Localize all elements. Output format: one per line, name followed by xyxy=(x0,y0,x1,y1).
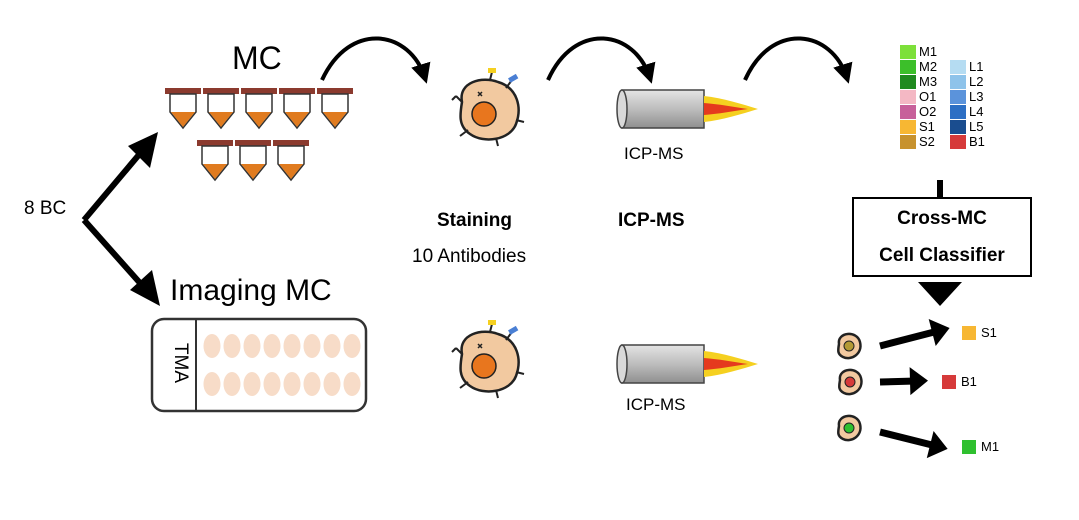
classified-cells xyxy=(836,318,950,459)
legend-swatch xyxy=(950,60,966,74)
legend-swatch xyxy=(950,120,966,134)
classification-arrow xyxy=(879,367,928,396)
result-swatch xyxy=(942,375,956,389)
tma-well xyxy=(283,372,301,396)
result-label: B1 xyxy=(961,374,977,389)
antibodies-label: 10 Antibodies xyxy=(412,246,527,267)
legend-swatch xyxy=(900,90,916,104)
legend-swatch xyxy=(900,75,916,89)
tube xyxy=(279,88,315,130)
icpms-step-label: ICP-MS xyxy=(618,210,685,231)
cross-mc-classifier-box: Cross-MC Cell Classifier xyxy=(852,197,1032,277)
tma-well xyxy=(343,334,361,358)
legend-swatch xyxy=(900,60,916,74)
legend-swatch xyxy=(900,105,916,119)
tma-well xyxy=(223,372,241,396)
bc-label: 8 BC xyxy=(24,198,67,219)
tma-well xyxy=(203,334,221,358)
tube xyxy=(203,88,239,130)
legend-label: L5 xyxy=(969,119,984,134)
legend-item: M1 xyxy=(900,45,937,59)
classifier-to-results-arrow xyxy=(918,282,962,306)
icpms-bottom-caption: ICP-MS xyxy=(626,395,686,414)
tma-well xyxy=(243,372,261,396)
tma-well xyxy=(263,334,281,358)
legend-item: B1 xyxy=(950,135,985,149)
stained-cell-top xyxy=(451,68,525,147)
imaging-mc-label: Imaging MC xyxy=(170,274,332,307)
legend-label: L4 xyxy=(969,104,984,119)
result-label: S1 xyxy=(981,325,997,340)
legend-swatch xyxy=(950,75,966,89)
legend-label: L3 xyxy=(969,89,984,104)
legend-label: O1 xyxy=(919,89,937,104)
classification-arrow xyxy=(879,428,948,459)
legend-label: B1 xyxy=(969,134,985,149)
classifier-title-line2: Cell Classifier xyxy=(879,245,1005,266)
branch-arrows xyxy=(81,132,160,306)
legend-item: M2 xyxy=(900,60,937,74)
legend-item: S1 xyxy=(900,120,935,134)
tube xyxy=(197,140,233,182)
legend-item: O1 xyxy=(900,90,936,104)
tma-well xyxy=(323,334,341,358)
legend-item: L3 xyxy=(950,90,983,104)
legend-label: L1 xyxy=(969,59,984,74)
legend-item: S2 xyxy=(900,135,935,149)
staining-label: Staining xyxy=(437,210,512,231)
tube xyxy=(317,88,353,130)
legend-label: S1 xyxy=(919,119,935,134)
legend-label: M2 xyxy=(919,59,938,74)
legend-label: S2 xyxy=(919,134,935,149)
classification-arrow xyxy=(879,318,950,350)
tube xyxy=(165,88,201,130)
tma-well xyxy=(283,334,301,358)
result-swatch xyxy=(962,326,976,340)
curved-arrows xyxy=(320,36,853,84)
result-label: M1 xyxy=(981,439,1000,454)
tube xyxy=(273,140,309,182)
tma-well xyxy=(303,372,321,396)
legend-label: O2 xyxy=(919,104,937,119)
tma-well xyxy=(343,372,361,396)
cell-red xyxy=(837,368,863,396)
legend-swatch xyxy=(950,105,966,119)
icpms-top-caption: ICP-MS xyxy=(624,144,684,163)
cell-olive xyxy=(836,332,862,360)
legend-swatch xyxy=(950,135,966,149)
legend-item: O2 xyxy=(900,105,936,119)
stained-cell-bottom xyxy=(451,320,525,399)
legend-label: L2 xyxy=(969,74,984,89)
legend-label: M1 xyxy=(919,44,938,59)
tube xyxy=(235,140,271,182)
icpms-instrument-bottom xyxy=(616,344,758,384)
icpms-instrument-top xyxy=(616,89,758,129)
tma-well xyxy=(223,334,241,358)
tma-slide xyxy=(150,317,368,413)
legend-swatch xyxy=(950,90,966,104)
result-swatch xyxy=(962,440,976,454)
legend-label: M3 xyxy=(919,74,938,89)
tma-well xyxy=(203,372,221,396)
legend-item: L5 xyxy=(950,120,983,134)
legend-item: L4 xyxy=(950,105,983,119)
mc-label: MC xyxy=(232,40,282,76)
cell-green xyxy=(836,414,862,442)
tma-label: TMA xyxy=(170,342,192,384)
tma-well xyxy=(303,334,321,358)
legend-swatch xyxy=(900,135,916,149)
legend-swatch xyxy=(900,120,916,134)
legend-item: M3 xyxy=(900,75,937,89)
tma-well xyxy=(323,372,341,396)
tube xyxy=(241,88,277,130)
tma-well xyxy=(263,372,281,396)
tma-well xyxy=(243,334,261,358)
legend-item: L2 xyxy=(950,75,983,89)
legend-swatch xyxy=(900,45,916,59)
legend-item: L1 xyxy=(950,60,983,74)
classifier-title-line1: Cross-MC xyxy=(897,208,987,229)
mc-tubes xyxy=(165,88,353,182)
